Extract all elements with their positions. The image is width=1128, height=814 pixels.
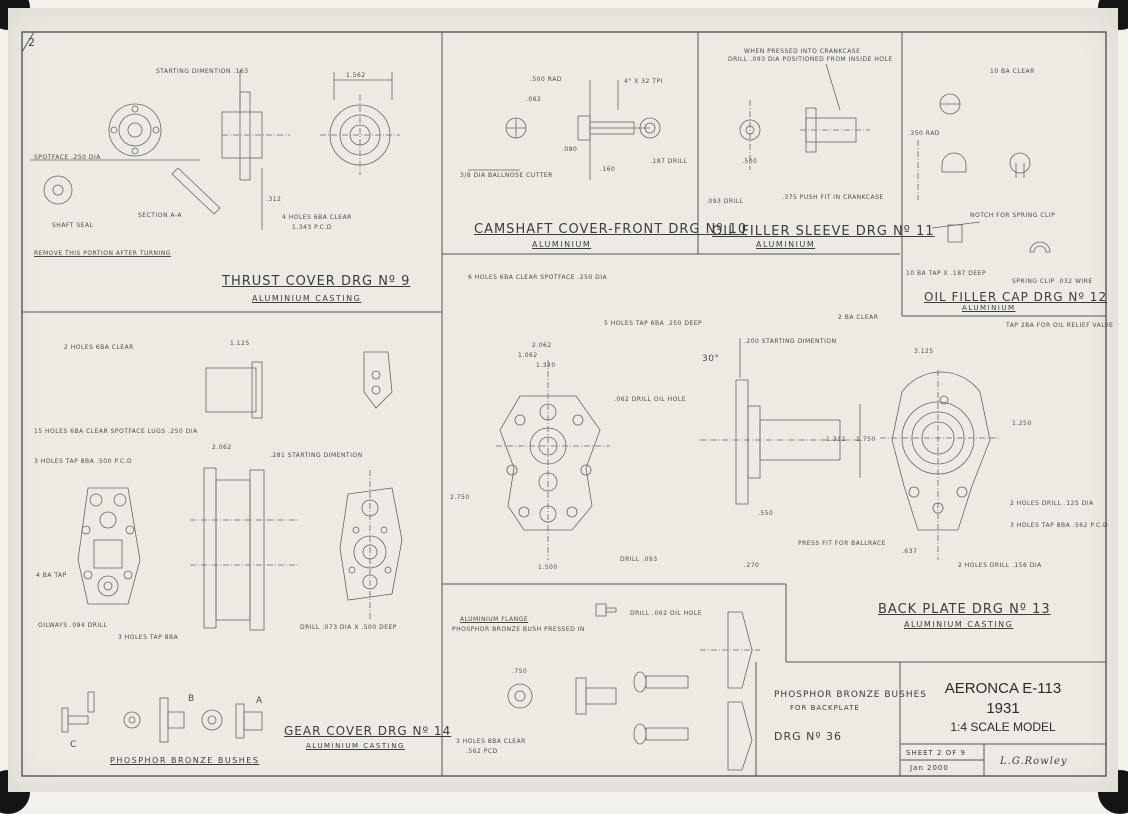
thrust-note-shaft-seal: SHAFT SEAL [52,222,94,229]
sleeve-note-093: .093 DRILL [706,198,744,205]
thrust-note-depth: .312 [266,196,282,203]
bp-note-1320: 1.320 [536,362,556,369]
gear-cover-material: ALUMINIUM CASTING [306,742,405,750]
bbush-note-750: .750 [512,668,528,675]
bushes-backplate-title: PHOSPHOR BRONZE BUSHES [774,690,927,700]
sleeve-note-pressed: WHEN PRESSED INTO CRANKCASE [744,48,861,55]
thrust-note-section: SECTION A-A [138,212,182,219]
bp-note-oilhole: .062 DRILL OIL HOLE [614,396,687,403]
cam-note-160: .160 [600,166,616,173]
bp-note-1750: 1.750 [856,436,876,443]
cam-note-drill: .187 DRILL [650,158,688,165]
bp-note-pressfit: PRESS FIT FOR BALLRACE [798,540,886,547]
thrust-note-diameter: 1.562 [346,72,366,79]
oil-filler-sleeve-title: OIL FILLER SLEEVE DRG Nº 11 [712,224,935,239]
gear-note-drill: DRILL .073 DIA X .500 DEEP [300,624,397,631]
back-plate-material: ALUMINIUM CASTING [904,620,1014,629]
thrust-cover-title: THRUST COVER DRG Nº 9 [222,274,411,289]
gear-note-1125: 1.125 [230,340,250,347]
camshaft-cover-title: CAMSHAFT COVER-FRONT DRG Nº 10 [474,222,748,237]
title-block-sheet: SHEET 2 OF 9 [906,749,966,757]
gear-note-tap8: 3 HOLES TAP 8BA .500 P.C.D [34,458,133,465]
gear-note-starting: .281 STARTING DIMENTION [270,452,363,459]
cam-note-thread: 4° X 32 TPI [624,78,663,85]
gear-note-tap4: 4 BA TAP [36,572,67,579]
bbush-note-pressed: PHOSPHOR BRONZE BUSH PRESSED IN [452,626,585,633]
gear-note-2062: 2.062 [212,444,232,451]
title-block-signature: L.G.Rowley [1000,756,1068,767]
sleeve-note-500: .500 [742,158,758,165]
title-block-date: Jan 2000 [910,764,949,772]
gear-note-oilways: OILWAYS .094 DRILL [38,622,108,629]
cap-note-clear: 10 BA CLEAR [990,68,1035,75]
bp-note-270: .270 [744,562,760,569]
bp-note-2ba: 2 BA CLEAR [838,314,879,321]
bush-label-a: A [256,696,263,706]
gear-cover-title: GEAR COVER DRG Nº 14 [284,724,452,738]
cam-note-rad: .500 RAD [530,76,562,83]
bush-label-c: C [70,740,77,750]
back-plate-title: BACK PLATE DRG Nº 13 [878,602,1051,617]
thrust-cover-material: ALUMINIUM CASTING [252,294,362,303]
cap-note-tap: 10 BA TAP X .187 DEEP [906,270,987,277]
bp-note-starting: .200 STARTING DIMENTION [744,338,837,345]
cam-note-080: .080 [562,146,578,153]
bp-note-1312: 1.312 [826,436,846,443]
thrust-note-spotface: SPOTFACE .250 DIA [34,154,101,161]
bp-note-1062: 1.062 [518,352,538,359]
thrust-note-pcd: 1.343 P.C.D [292,224,332,231]
bp-note-2062: 2.062 [532,342,552,349]
gear-note-3holes: 3 HOLES TAP 8BA [118,634,179,641]
title-block-model: AERONCA E-113 [944,680,1062,697]
bp-note-drill156: 2 HOLES DRILL .156 DIA [958,562,1042,569]
bp-note-2750: 2.750 [450,494,470,501]
bushes-backplate-subtitle: FOR BACKPLATE [790,704,860,712]
cap-note-notch: NOTCH FOR SPRING CLIP [970,212,1056,219]
bbush-note-drill: DRILL .062 OIL HOLE [630,610,703,617]
bp-note-tap: 5 HOLES TAP 6BA .250 DEEP [604,320,703,327]
camshaft-cover-material: ALUMINIUM [532,240,592,249]
bp-note-1500: 1.500 [538,564,558,571]
bp-note-drill125: 2 HOLES DRILL .125 DIA [1010,500,1094,507]
bushes-backplate-drg: DRG Nº 36 [774,730,843,743]
thrust-note-remove: REMOVE THIS PORTION AFTER TURNING [34,250,171,257]
bp-note-637: .637 [902,548,918,555]
bp-note-1250: 1.250 [1012,420,1032,427]
thrust-note-starting-dim: STARTING DIMENTION .163 [156,68,249,75]
bp-note-angle: 30° [702,354,720,364]
bp-note-tap8ba: 3 HOLES TAP 8BA .562 P.C.D [1010,522,1109,529]
oil-filler-cap-title: OIL FILLER CAP DRG Nº 12 [924,290,1108,304]
bp-note-3125: 3.125 [914,348,934,355]
cap-note-spring: SPRING CLIP .032 WIRE [1012,278,1093,285]
sheet-corner-number: 2 [28,36,36,49]
title-block-year: 1931 [986,700,1020,717]
gear-note-lugs: 15 HOLES 6BA CLEAR SPOTFACE LUGS .250 DI… [34,428,198,435]
sleeve-note-375: .375 PUSH FIT IN CRANKCASE [782,194,884,201]
thrust-note-holes: 4 HOLES 6BA CLEAR [282,214,352,221]
title-block-scale: 1:4 SCALE MODEL [950,720,1056,734]
oil-filler-cap-material: ALUMINIUM [962,304,1016,312]
oil-filler-sleeve-material: ALUMINIUM [756,240,816,249]
bp-note-550: .550 [758,510,774,517]
gear-note-clear: 2 HOLES 6BA CLEAR [64,344,134,351]
drawing-sheet [8,8,1118,792]
cam-note-cutter: 3/8 DIA BALLNOSE CUTTER [460,172,553,179]
bushes-left-title: PHOSPHOR BRONZE BUSHES [110,756,260,765]
bp-note-relief: TAP 2BA FOR OIL RELIEF VALVE [1006,322,1114,329]
bush-label-b: B [188,694,195,704]
bbush-note-holes: 3 HOLES 8BA CLEAR [456,738,526,745]
bp-note-holes: 6 HOLES 6BA CLEAR SPOTFACE .250 DIA [468,274,608,281]
bp-note-drill: DRILL .093 [620,556,658,563]
cap-note-rad: .350 RAD [908,130,940,137]
sleeve-note-drill: DRILL .093 DIA POSITIONED FROM INSIDE HO… [728,56,893,63]
bbush-note-pcd: .562 PCD [466,748,498,755]
cam-note-062: .062 [526,96,542,103]
bbush-note-flange: ALUMINIUM FLANGE [460,616,529,623]
